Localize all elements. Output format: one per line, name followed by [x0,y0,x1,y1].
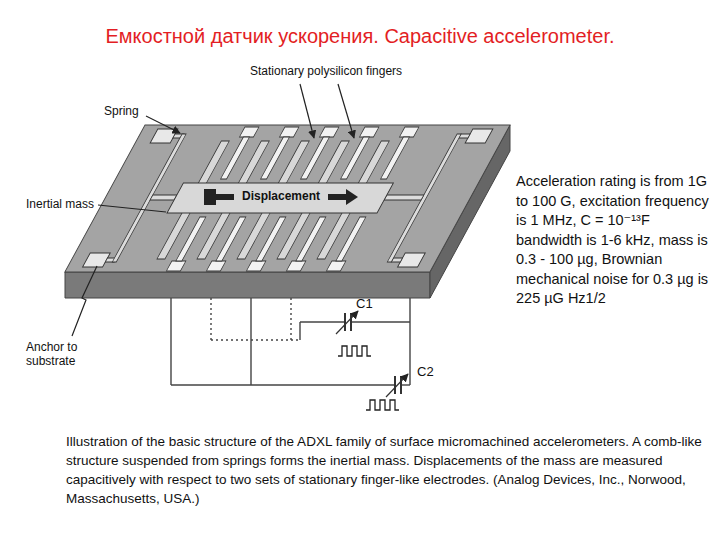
dotted-wiring [211,298,300,340]
component-label: C2 [417,364,434,380]
part-label: Stationary polysilicon fingers [250,64,402,78]
motion-label: Displacement [238,189,324,203]
part-label: Anchor to substrate [26,340,102,369]
leader-line [98,205,166,212]
variable-capacitor [386,374,408,397]
displacement-arrow [328,189,358,205]
slab-top [65,125,510,272]
wiring [171,298,410,385]
square-wave [338,346,371,356]
leader-line [300,84,314,138]
square-wave [366,400,399,410]
component-label: C1 [356,296,373,312]
spec-note: Acceleration rating is from 1G to 100 G,… [516,172,714,309]
title: Емкостной датчик ускорения. Capacitive a… [0,24,720,48]
leader-line [146,116,180,133]
caption: Illustration of the basic structure of t… [66,432,702,508]
part-label: Spring [104,104,139,118]
part-label: Inertial mass [26,197,94,211]
displacement-arrow [204,189,234,205]
leader-line [338,84,354,138]
variable-capacitor [336,311,358,334]
leader-line [72,266,97,336]
slab-front [65,272,430,298]
